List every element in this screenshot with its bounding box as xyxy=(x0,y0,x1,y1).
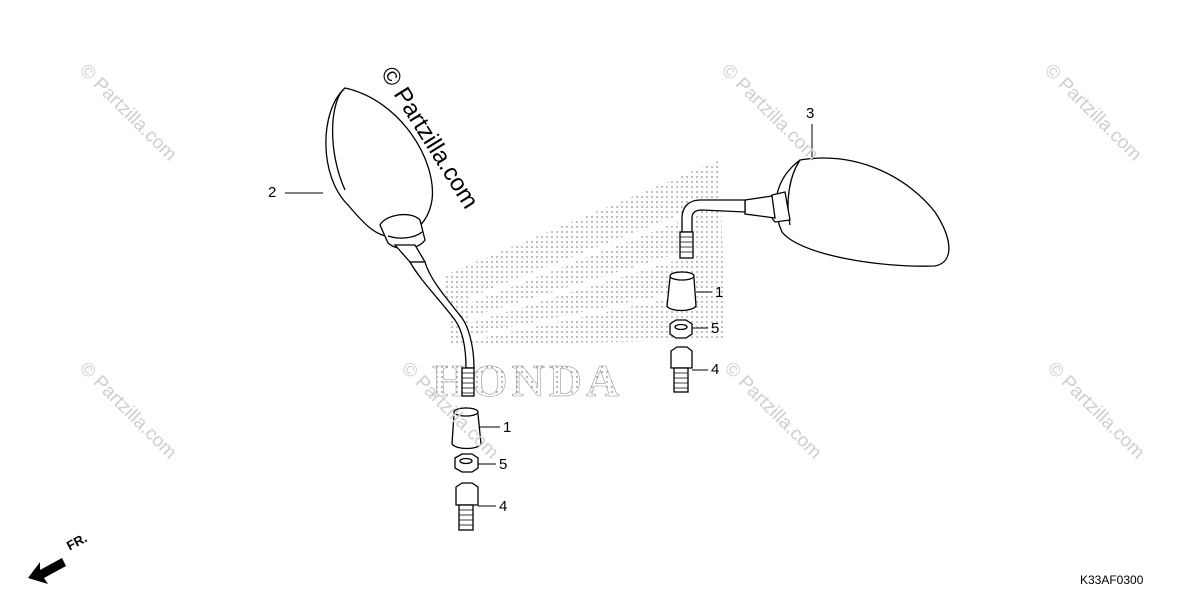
callout-right-nut: 5 xyxy=(711,320,720,337)
diagram-code: K33AF0300 xyxy=(1080,573,1144,587)
right-bolt xyxy=(670,346,693,393)
left-bolt xyxy=(455,482,479,531)
brand-text: HONDA xyxy=(432,355,623,406)
right-mirror xyxy=(679,157,950,267)
left-cap xyxy=(451,407,482,450)
callout-left-nut: 5 xyxy=(499,456,508,473)
callout-right-mirror: 3 xyxy=(806,105,815,122)
leader-lines xyxy=(285,124,813,507)
right-cap xyxy=(666,271,697,312)
left-mirror xyxy=(325,87,475,397)
honda-wing-logo xyxy=(445,160,725,345)
callout-left-bolt: 4 xyxy=(499,498,508,515)
callout-left-mirror: 2 xyxy=(268,184,277,201)
right-nut xyxy=(669,319,693,339)
front-direction-arrow-icon xyxy=(28,558,66,584)
left-nut xyxy=(454,453,479,473)
callout-left-cap: 1 xyxy=(503,419,512,436)
callout-right-bolt: 4 xyxy=(711,361,720,378)
callout-right-cap: 1 xyxy=(715,284,724,301)
